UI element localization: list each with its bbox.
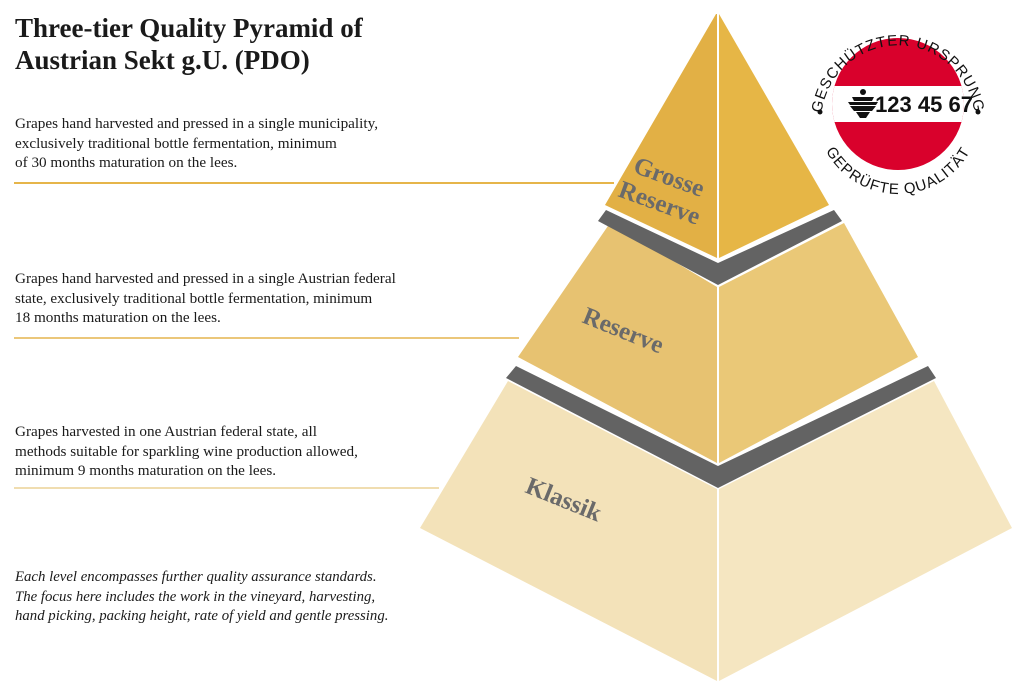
desc-line: Grapes hand harvested and pressed in a s… xyxy=(15,270,396,287)
desc-line: state, exclusively traditional bottle fe… xyxy=(15,289,373,307)
grosse-reserve-description: Grapes hand harvested and pressed in a s… xyxy=(15,114,485,173)
desc-line: exclusively traditional bottle fermentat… xyxy=(15,134,337,152)
reserve-left-face xyxy=(518,223,717,463)
seal-dot xyxy=(975,109,981,115)
desc-line: Grapes harvested in one Austrian federal… xyxy=(15,423,317,440)
klassik-leader-line xyxy=(14,487,439,489)
desc-line: Grapes hand harvested and pressed in a s… xyxy=(15,115,378,132)
klassik-left-face xyxy=(420,381,717,681)
desc-line: 18 months maturation on the lees. xyxy=(15,309,221,326)
reserve-leader-line xyxy=(14,337,519,339)
seal-dot xyxy=(817,109,823,115)
grosse-reserve-leader-line xyxy=(14,182,614,184)
desc-line: methods suitable for sparkling wine prod… xyxy=(15,442,358,460)
reserve-right-face xyxy=(719,223,918,463)
klassik-right-face xyxy=(719,381,1012,681)
grosse-reserve-right-face xyxy=(719,14,829,258)
protected-origin-seal: GESCHÜTZTER URSPRUNG GEPRÜFTE QUALITÄT 1… xyxy=(809,32,987,198)
reserve-description: Grapes hand harvested and pressed in a s… xyxy=(15,269,485,328)
note-line: The focus here includes the work in the … xyxy=(15,588,376,605)
desc-line: minimum 9 months maturation on the lees. xyxy=(15,462,277,479)
desc-line: of 30 months maturation on the lees. xyxy=(15,154,238,171)
page-title: Three-tier Quality Pyramid of Austrian S… xyxy=(15,12,363,76)
note-line: Each level encompasses further quality a… xyxy=(15,569,377,585)
title-line-1: Three-tier Quality Pyramid of xyxy=(15,13,363,43)
austrian-eagle-icon xyxy=(848,89,878,118)
separator-band xyxy=(598,210,842,285)
note-line: hand picking, packing height, rate of yi… xyxy=(15,608,389,624)
quality-note: Each level encompasses further quality a… xyxy=(15,568,485,627)
title-line-2: Austrian Sekt g.U. (PDO) xyxy=(15,45,310,75)
klassik-description: Grapes harvested in one Austrian federal… xyxy=(15,422,485,481)
grosse-reserve-left-face xyxy=(605,14,717,258)
seal-number: 123 45 67 xyxy=(875,92,973,117)
